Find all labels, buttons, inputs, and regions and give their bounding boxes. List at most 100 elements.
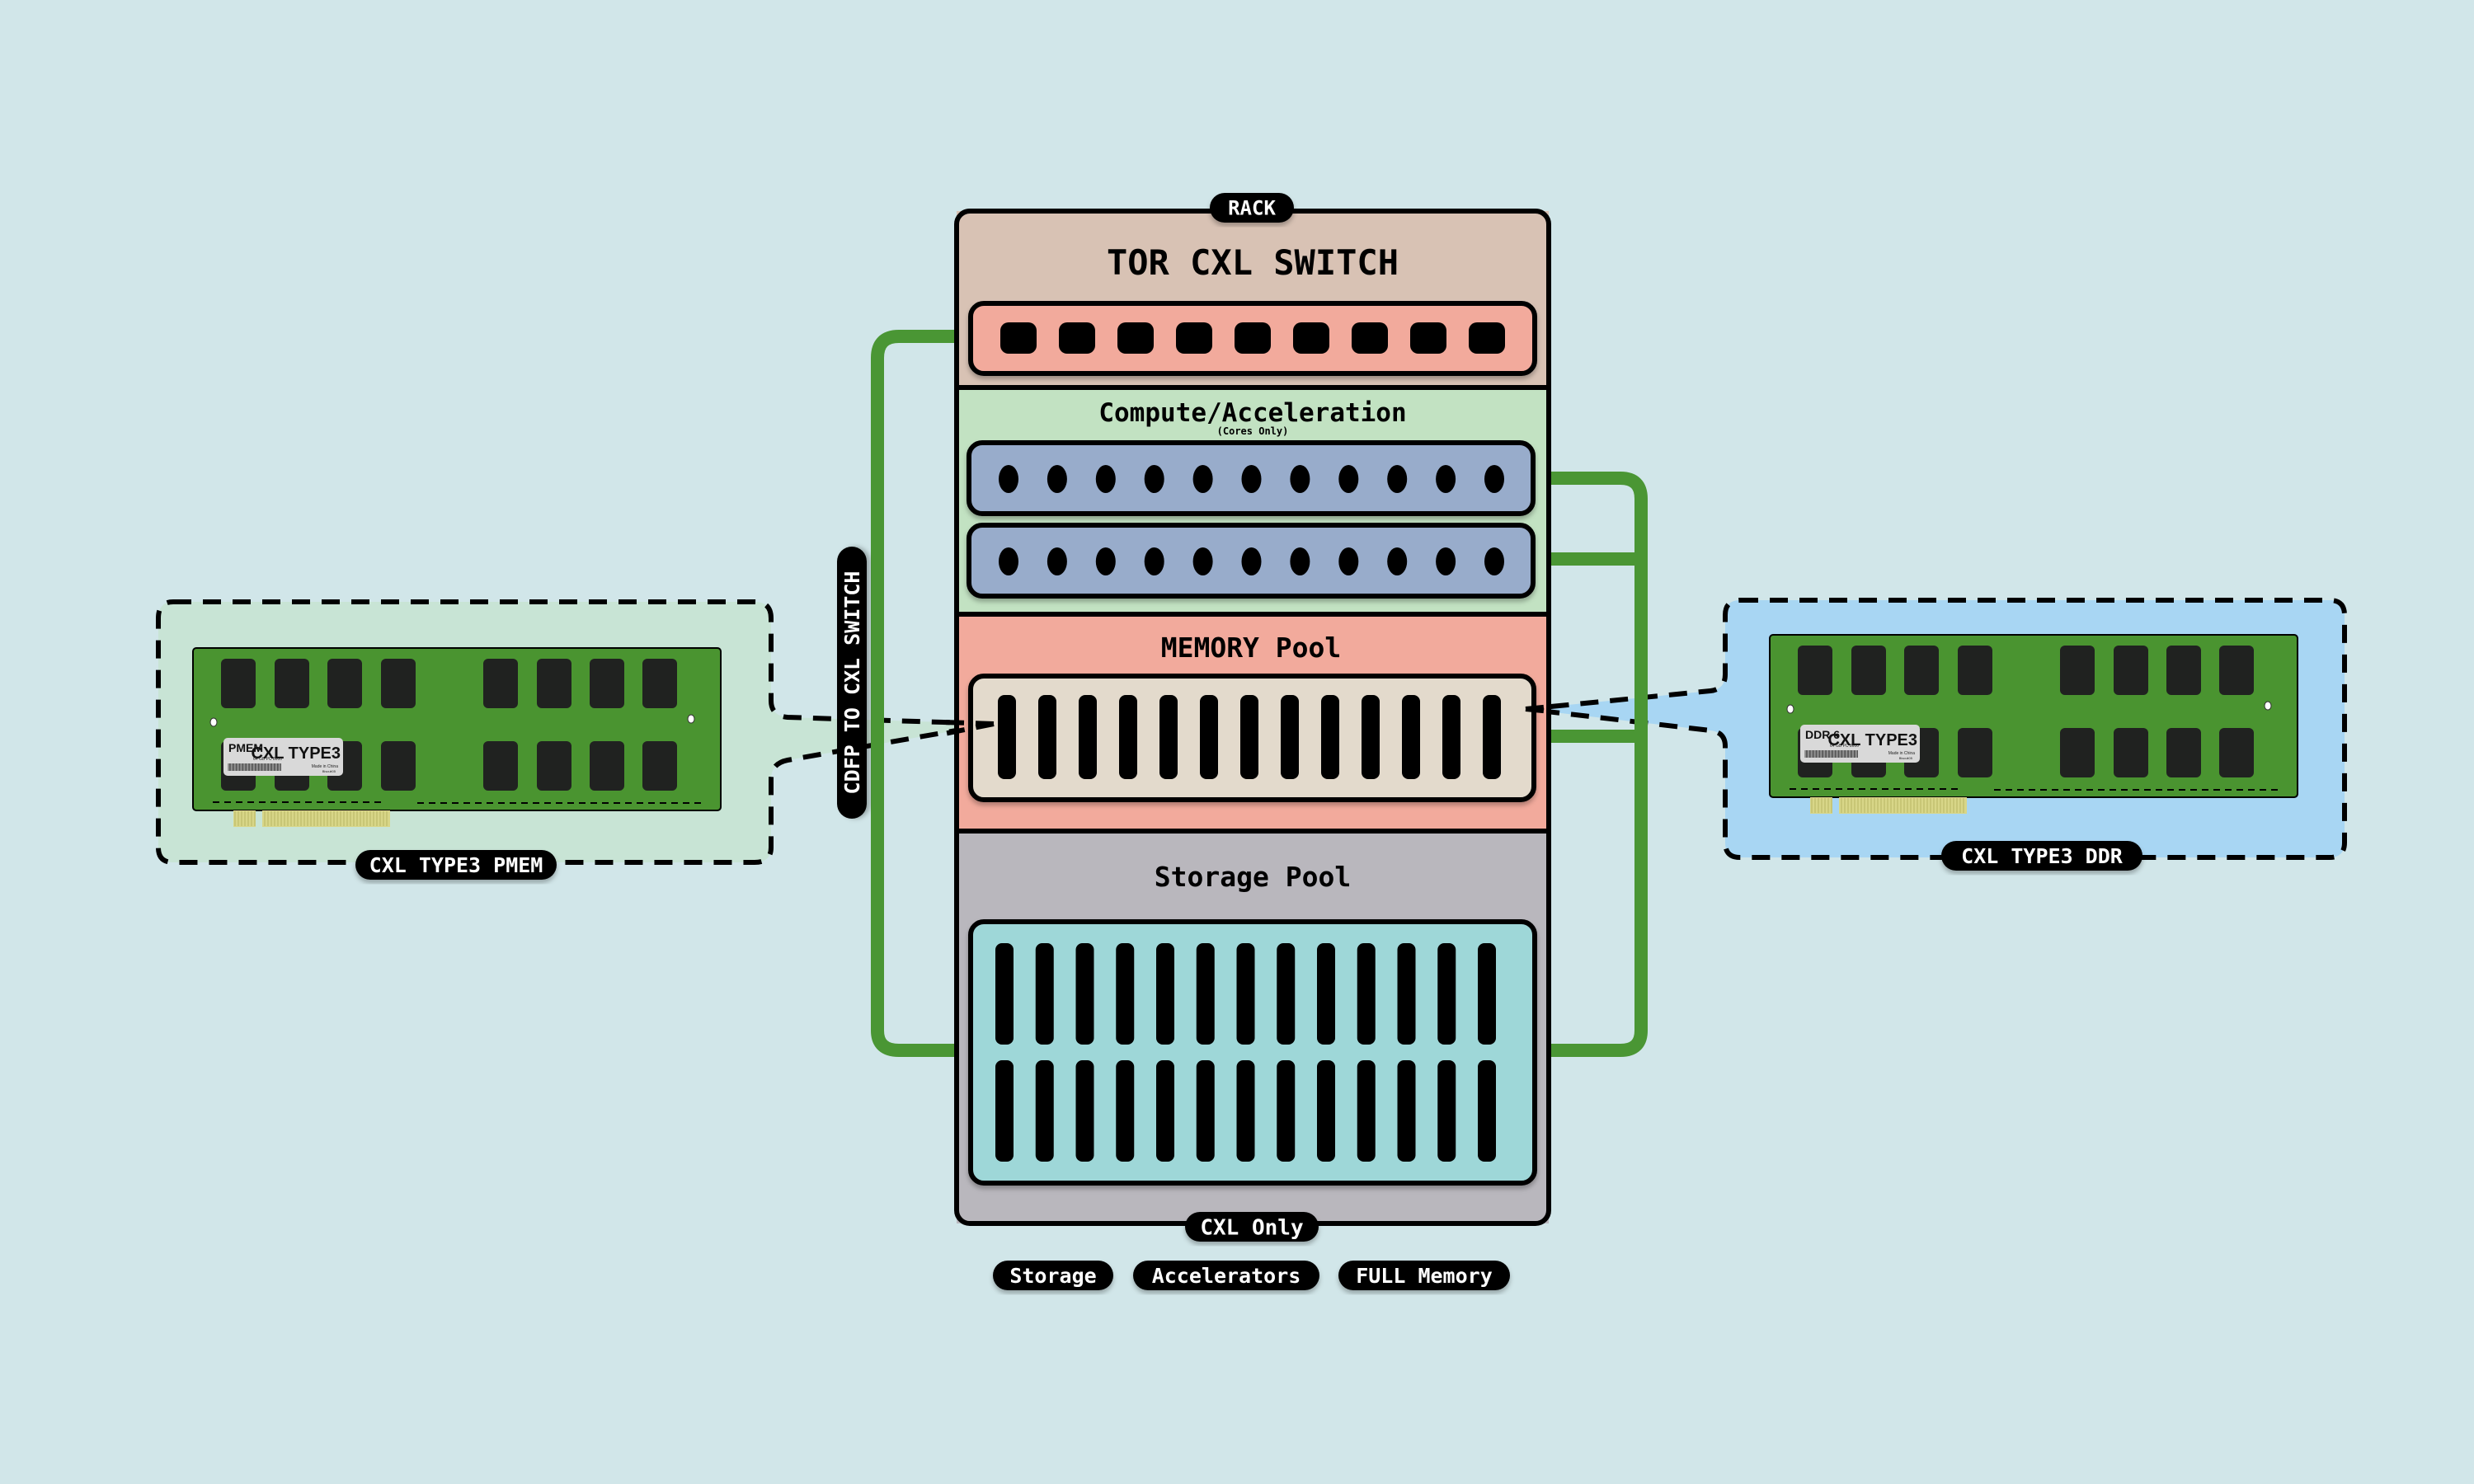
- mounting-hole: [2264, 701, 2272, 711]
- bottom-tag-storage-bg: [993, 1261, 1113, 1290]
- cxl-only-label-text: CXL Only: [1200, 1215, 1303, 1240]
- compute-core: [1484, 547, 1504, 575]
- card-label-sticker: [1800, 725, 1920, 763]
- compute-core: [1192, 465, 1213, 493]
- switch-port: [1176, 322, 1212, 354]
- storage-slot: [1196, 1060, 1215, 1162]
- memory-slot: [1159, 695, 1178, 779]
- card-title: CXL TYPE3: [251, 744, 341, 763]
- memory-slot: [1200, 695, 1218, 779]
- bottom-tag-full-memory: FULL Memory: [1338, 1261, 1510, 1290]
- compute-core: [1338, 547, 1359, 575]
- cxl-only-label-bg: [1185, 1212, 1319, 1242]
- storage-slot: [1116, 1060, 1135, 1162]
- compute-core: [1338, 465, 1359, 493]
- storage-slot: [1397, 943, 1416, 1045]
- rack-label-bg: [1210, 193, 1294, 223]
- tor-title: TOR CXL SWITCH: [1107, 242, 1399, 283]
- storage-slot: [1437, 1060, 1456, 1162]
- card-spec: 64 GB PC 8600: [253, 757, 282, 762]
- card-title: CXL TYPE3: [1827, 731, 1917, 749]
- switch-port: [1293, 322, 1329, 354]
- pmem-callout-label: CXL TYPE3 PMEM: [355, 850, 557, 880]
- compute-core: [1241, 465, 1262, 493]
- storage-slot: [1075, 1060, 1094, 1162]
- storage-slot: [1075, 943, 1094, 1045]
- card-spec: 64 GB PC 8600: [1830, 744, 1859, 749]
- memory-chip: [2166, 646, 2201, 695]
- pmem-callout-label-text: CXL TYPE3 PMEM: [369, 853, 543, 877]
- storage-slot: [1196, 943, 1215, 1045]
- rack-label: RACK: [1210, 193, 1294, 223]
- cxl-links: [871, 330, 1648, 1057]
- storage-slot: [1437, 943, 1456, 1045]
- bottom-tag-accelerators-text: Accelerators: [1152, 1264, 1301, 1288]
- memory-slot: [1402, 695, 1420, 779]
- storage-slot: [1156, 1060, 1174, 1162]
- compute-core: [1387, 465, 1408, 493]
- cdfp-link-label-text: CDFP TO CXL SWITCH: [840, 571, 864, 795]
- pmem-leader-lower: [943, 721, 995, 736]
- storage-slot: [1317, 1060, 1335, 1162]
- memory-chip: [483, 741, 518, 791]
- compute-bars: [967, 440, 1536, 599]
- rack: TOR CXL SWITCH Compute/Acceleration (Cor…: [954, 209, 1551, 1226]
- storage-slot: [1478, 1060, 1496, 1162]
- card-type: DDR 6: [1805, 728, 1840, 741]
- memory-slot: [998, 695, 1016, 779]
- memory-chip: [1851, 646, 1886, 695]
- memory-slot: [1038, 695, 1056, 779]
- tor-switch-ports: [1000, 322, 1505, 354]
- memory-chip: [1958, 646, 1992, 695]
- memory-chip: [483, 659, 518, 708]
- memory-chip: [381, 741, 416, 791]
- compute-subtitle: (Cores Only): [1217, 425, 1289, 437]
- storage-slot: [1035, 1060, 1054, 1162]
- card-pcb: [1769, 634, 2298, 798]
- cdfp-link-label-bg: [837, 547, 867, 819]
- card-type: PMEM: [228, 741, 263, 754]
- card-label-sticker: [223, 738, 343, 776]
- memory-chip: [590, 741, 624, 791]
- memory-chip: [1958, 728, 1992, 777]
- ddr-leader-lower: [1525, 707, 1551, 714]
- compute-core: [1290, 547, 1310, 575]
- compute-core: [999, 465, 1018, 493]
- card-vendor: Biscuit05: [322, 769, 336, 773]
- memory-chip: [537, 659, 571, 708]
- rack-label-text: RACK: [1228, 197, 1276, 220]
- switch-port: [1235, 322, 1271, 354]
- storage-slot: [1236, 1060, 1255, 1162]
- memory-slot: [1119, 695, 1137, 779]
- storage-slot: [1156, 943, 1174, 1045]
- card-pcb: [192, 647, 722, 811]
- storage-slot: [1478, 943, 1496, 1045]
- memory-chip: [642, 741, 677, 791]
- storage-pool-box: [968, 919, 1537, 1186]
- cxl-only-label: CXL Only: [1185, 1212, 1319, 1242]
- compute-core: [1290, 465, 1310, 493]
- ddr-callout-label-bg: [1941, 841, 2142, 871]
- memory-chip: [327, 659, 362, 708]
- switch-port: [1469, 322, 1505, 354]
- memory-chip: [221, 659, 256, 708]
- storage-slot: [1236, 943, 1255, 1045]
- compute-core: [999, 547, 1018, 575]
- bottom-tag-storage-text: Storage: [1009, 1264, 1096, 1288]
- switch-port: [1352, 322, 1388, 354]
- memory-chip: [537, 741, 571, 791]
- memory-slot: [1442, 695, 1460, 779]
- memory-chip: [2060, 646, 2095, 695]
- storage-title: Storage Pool: [1155, 861, 1351, 893]
- mounting-hole: [1786, 704, 1794, 714]
- compute-core: [1436, 547, 1456, 575]
- memory-chip: [381, 659, 416, 708]
- switch-port: [1000, 322, 1037, 354]
- memory-chip: [2219, 728, 2254, 777]
- compute-core: [1241, 547, 1262, 575]
- memory-slot: [1362, 695, 1380, 779]
- compute-core: [1436, 465, 1456, 493]
